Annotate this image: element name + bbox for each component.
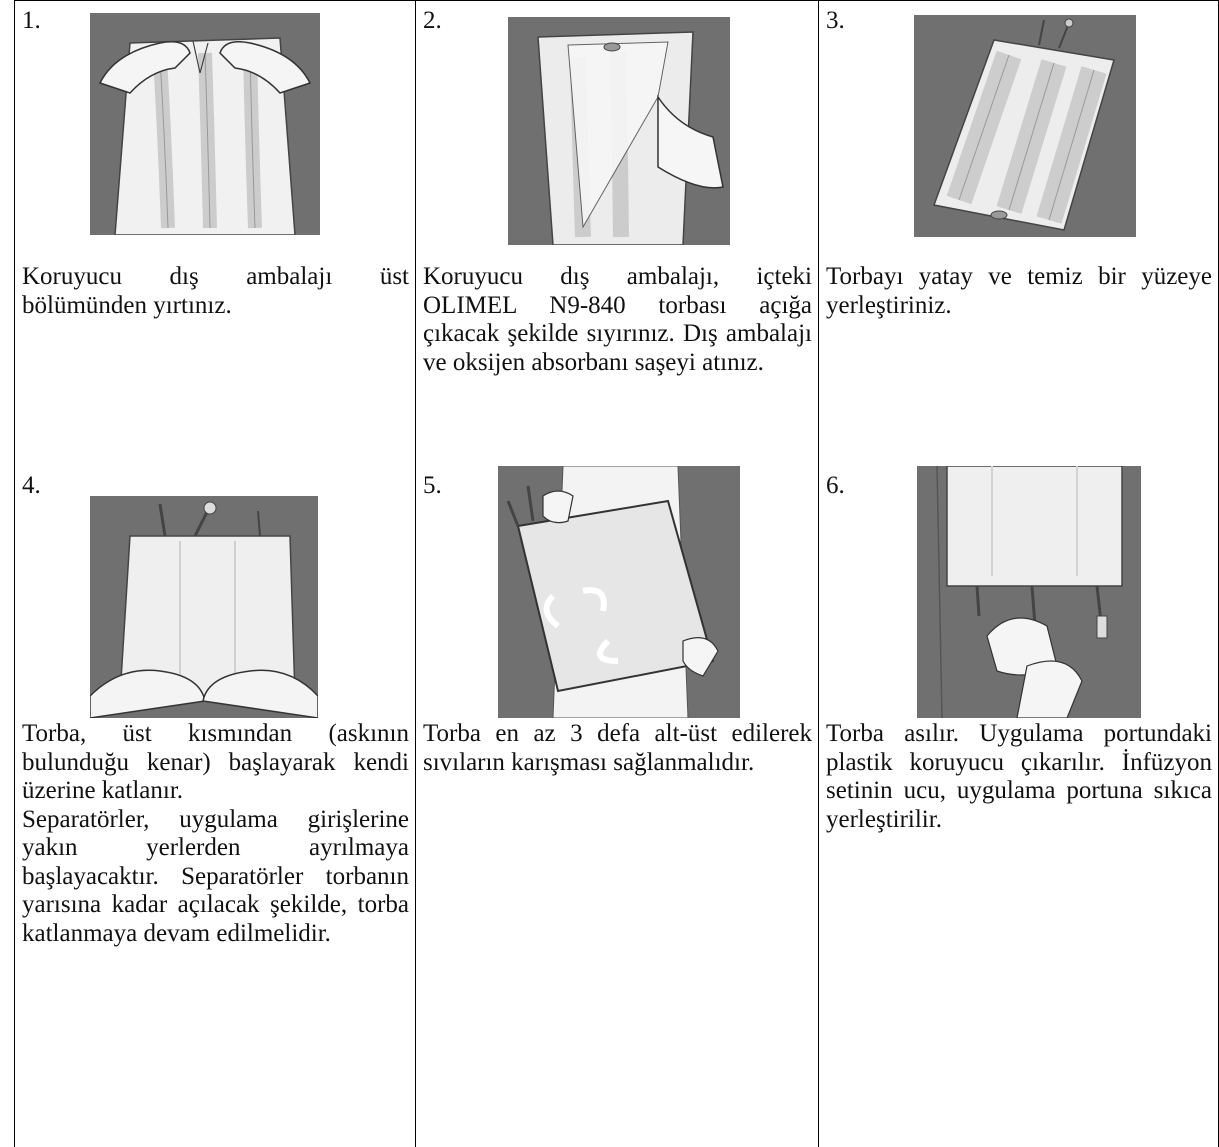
step-1-cell: 1. Koruyucu dış ambalajı üst bölümünden … [14,0,416,466]
step-6-text: Torba asılır. Uygulama portundaki plasti… [826,720,1212,834]
step-4-paragraph-1: Torba, üst kısmından (askının bulunduğu … [22,720,409,806]
step-4-cell: 4. Torba, üst kısmından (askının bulundu… [14,466,416,1147]
step-3-text: Torbayı yatay ve temiz bir yüzeye yerleş… [826,263,1212,320]
step-number: 3. [826,7,845,35]
step-2-text: Koruyucu dış ambalajı, içteki OLIMEL N9-… [423,263,812,377]
step-3-paragraph: Torbayı yatay ve temiz bir yüzeye yerleş… [826,263,1212,320]
step-4-text: Torba, üst kısmından (askının bulunduğu … [22,720,409,948]
hanging-bag-infusion-icon [917,466,1141,718]
step-5-paragraph: Torba en az 3 defa alt-üst edilerek sıvı… [423,720,812,777]
step-6-paragraph: Torba asılır. Uygulama portundaki plasti… [826,720,1212,834]
step-6-cell: 6. Torba asılır. Uygulama portundaki pla… [819,466,1219,1147]
rolling-bag-icon [90,496,318,718]
step-number: 6. [826,472,845,500]
step-3-cell: 3. Torbayı yatay ve temiz bir yüzeye yer… [819,0,1219,466]
step-5-cell: 5. Torba en az 3 defa alt-üst edilerek s… [416,466,819,1147]
step-number: 5. [423,472,442,500]
step-number: 1. [22,7,41,35]
step-5-text: Torba en az 3 defa alt-üst edilerek sıvı… [423,720,812,777]
step-2-paragraph: Koruyucu dış ambalajı, içteki OLIMEL N9-… [423,263,812,377]
peeling-overpouch-icon [508,17,730,245]
hands-tearing-overpouch-icon [90,13,320,235]
step-1-paragraph: Koruyucu dış ambalajı üst bölümünden yır… [22,263,409,320]
step-4-paragraph-2: Separatörler, uygulama girişlerine yakın… [22,806,409,949]
mixing-bag-icon [498,466,740,718]
step-2-cell: 2. Koruyucu dış ambalajı, içteki OLIMEL … [416,0,819,466]
bag-on-flat-surface-icon [914,15,1136,237]
step-number: 4. [22,472,41,500]
step-number: 2. [423,7,442,35]
step-1-text: Koruyucu dış ambalajı üst bölümünden yır… [22,263,409,320]
instruction-table: 1. Koruyucu dış ambalajı üst bölümünden … [14,0,1219,1147]
